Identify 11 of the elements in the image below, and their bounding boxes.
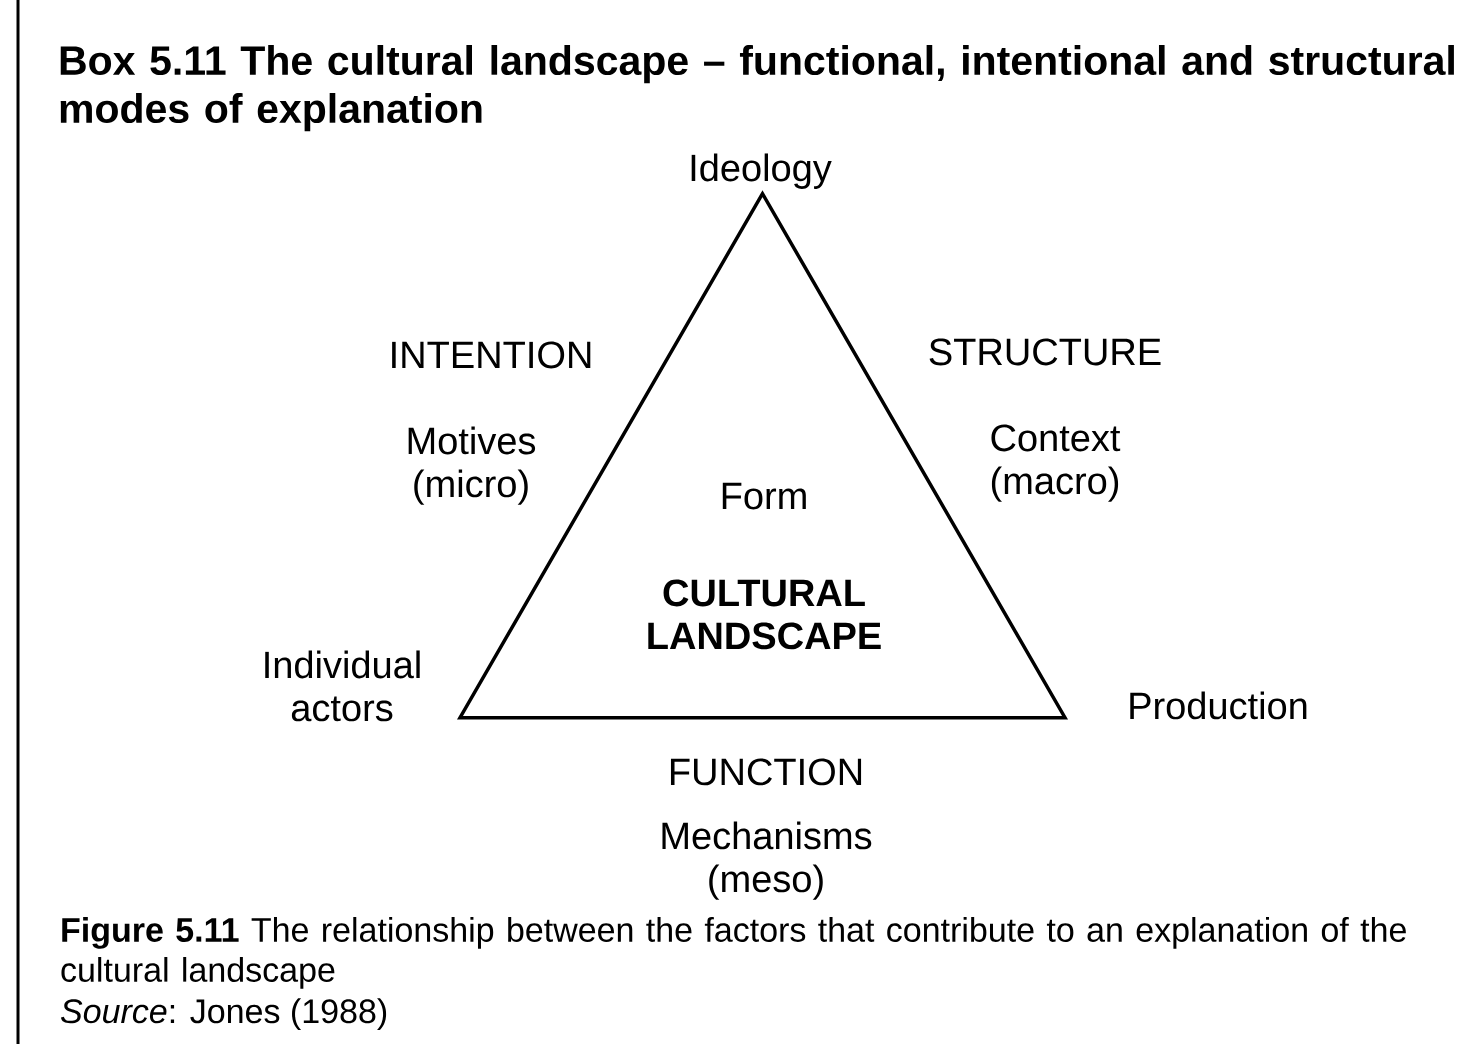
source-note: Source: Jones (1988) xyxy=(60,998,387,1031)
side-text: Context (macro) xyxy=(991,424,1121,502)
side-text: Motives (micro) xyxy=(408,426,536,505)
side-heading: FUNCTION xyxy=(670,758,862,786)
figure-caption: Figure 5.11 The relationship between the factors that contribute to an explanation of the cultural landscape xyxy=(61,917,1406,989)
side-text: Mechanisms (meso) xyxy=(662,821,872,900)
side-heading: STRUCTURE xyxy=(929,338,1161,366)
vertex-label: Individual actors xyxy=(265,650,420,722)
side-heading: INTENTION xyxy=(392,341,591,369)
title: Box 5.11 The cultural landscape – functional, intentional and structural modes of explanation xyxy=(60,45,1454,132)
vertex-label: Production xyxy=(1130,691,1307,720)
